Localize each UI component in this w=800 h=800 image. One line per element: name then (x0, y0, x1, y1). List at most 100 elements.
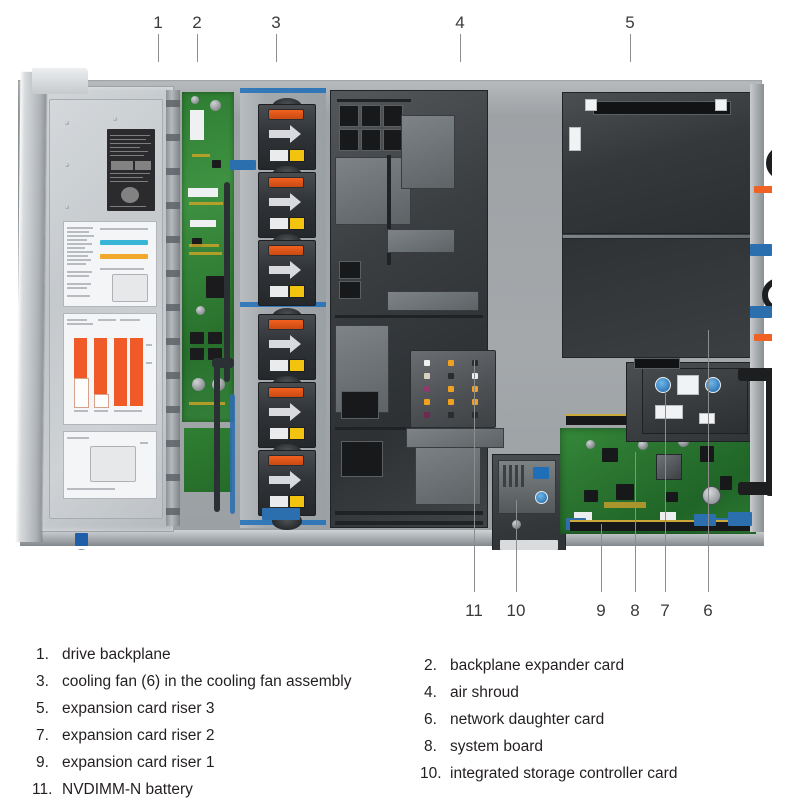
status-bar-amber (100, 254, 148, 259)
callout-number-5: 5 (625, 13, 635, 32)
legend-number-4: 4. (424, 684, 437, 701)
battery-indicator (448, 373, 454, 379)
battery-indicator (448, 399, 454, 405)
riser-guide-clip[interactable] (750, 244, 772, 256)
battery-indicator (424, 412, 430, 418)
dimm-slot-column (74, 338, 87, 378)
leader-line-10 (516, 500, 518, 592)
callout-number-9: 9 (596, 601, 606, 620)
drive-backplane (166, 90, 180, 526)
leader-line-11 (474, 360, 476, 592)
riser-guide-clip[interactable] (694, 514, 716, 526)
fan-warning-label (289, 217, 305, 230)
network-daughter-card (642, 368, 748, 434)
battery-indicator (448, 412, 454, 418)
cover-screw (65, 121, 69, 125)
leader-line-7 (665, 390, 667, 592)
leader-line-9 (601, 524, 603, 592)
fan-release-latch[interactable] (268, 387, 304, 398)
riser-lift-handle[interactable] (766, 368, 772, 496)
legend-number-11: 11. (32, 781, 53, 798)
fan-part-label (269, 285, 289, 298)
tool-illustration-icon (90, 446, 136, 482)
fan-part-label (269, 359, 289, 372)
riser-part-label (715, 99, 727, 111)
release-latch-tab[interactable] (754, 334, 772, 341)
legend-text-6: network daughter card (450, 711, 605, 728)
cooling-fan-module[interactable] (258, 450, 316, 516)
battery-indicator (424, 373, 430, 379)
legend-number-10: 10. (420, 765, 442, 782)
perc-silkscreen-label (500, 540, 558, 550)
server-interior-photo (14, 62, 772, 550)
release-latch-tab[interactable] (754, 186, 772, 193)
legend-text-4: air shroud (450, 684, 519, 701)
sas-cable (224, 182, 230, 382)
capacitor (638, 440, 648, 450)
service-instructions-label (63, 221, 157, 307)
ndc-part-label (655, 405, 683, 419)
riser-pull-ring[interactable] (766, 146, 772, 180)
cooling-fan-module[interactable] (258, 104, 316, 170)
callout-number-8: 8 (630, 601, 640, 620)
nvdimm-n-battery (410, 350, 496, 428)
legend-number-3: 3. (36, 673, 49, 690)
legend: 1. drive backplane 3. cooling fan (6) in… (0, 636, 800, 798)
cooling-fan-module[interactable] (258, 314, 316, 380)
cable-guide-clip[interactable] (262, 508, 300, 520)
fan-release-latch[interactable] (268, 177, 304, 188)
fan-warning-label (289, 427, 305, 440)
battery-indicator (448, 386, 454, 392)
riser-lift-handle-arm[interactable] (738, 482, 770, 495)
cover-screw (113, 117, 117, 121)
legend-number-7: 7. (36, 727, 49, 744)
riser-lift-handle-arm[interactable] (738, 368, 770, 381)
cpu-socket-area (656, 454, 682, 480)
riser-guide-clip[interactable] (728, 512, 752, 526)
callout-number-3: 3 (271, 13, 281, 32)
riser-guide-clip[interactable] (750, 306, 772, 318)
cooling-fan-module[interactable] (258, 240, 316, 306)
callout-number-11: 11 (465, 601, 483, 620)
dimm-slot-column (74, 378, 89, 408)
fan-part-label (269, 427, 289, 440)
fan-warning-label (289, 149, 305, 162)
legend-text-3: cooling fan (6) in the cooling fan assem… (62, 673, 352, 690)
ndc-touch-point[interactable] (655, 377, 671, 393)
fan-release-latch[interactable] (268, 109, 304, 120)
battery-indicator (424, 360, 430, 366)
cooling-fan-module[interactable] (258, 382, 316, 448)
battery-bracket (406, 428, 504, 448)
legend-number-9: 9. (36, 754, 49, 771)
legend-text-11: NVDIMM-N battery (62, 781, 193, 798)
ndc-part-label (677, 375, 699, 395)
dimm-slot-column (114, 338, 127, 406)
cable-guide-clip[interactable] (230, 160, 256, 170)
system-board (560, 428, 756, 534)
fan-release-latch[interactable] (268, 455, 304, 466)
battery-indicator (424, 399, 430, 405)
cooling-fan-module[interactable] (258, 172, 316, 238)
pcie-slot (593, 101, 731, 115)
fan-warning-label (289, 359, 305, 372)
power-cable (230, 394, 235, 514)
chassis-left-rail-tab (32, 68, 88, 94)
regulatory-sticker (107, 129, 155, 211)
legend-number-5: 5. (36, 700, 49, 717)
legend-text-10: integrated storage controller card (450, 765, 678, 782)
fan-part-label (269, 495, 289, 508)
fan-warning-label (289, 285, 305, 298)
controller-touch-point[interactable] (535, 491, 548, 504)
service-tag-icon (74, 549, 89, 550)
cover-removal-label (63, 431, 157, 499)
legend-text-1: drive backplane (62, 646, 171, 663)
callout-number-4: 4 (455, 13, 465, 32)
fan-release-latch[interactable] (268, 319, 304, 330)
legend-text-9: expansion card riser 1 (62, 754, 215, 771)
memory-slot (570, 520, 750, 531)
riser-part-label (585, 99, 597, 111)
fan-release-latch[interactable] (268, 245, 304, 256)
dimm-slot-column (130, 338, 143, 406)
legend-text-5: expansion card riser 3 (62, 700, 215, 717)
